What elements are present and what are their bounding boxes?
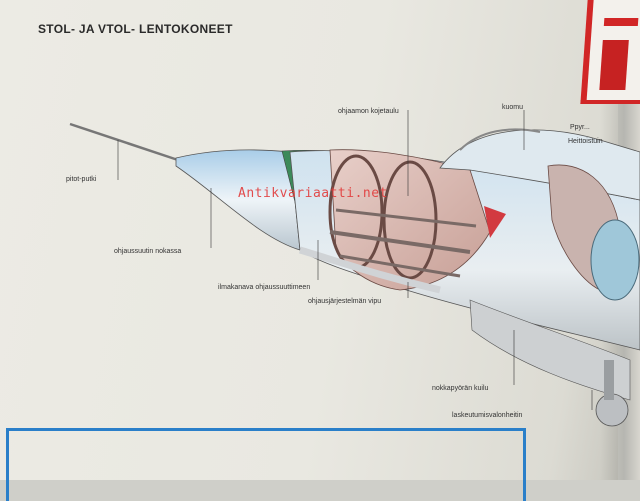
label-duct: ilmakanava ohjaussuuttimeen [218, 284, 311, 291]
rod-3 [339, 254, 461, 278]
label-canopy: kuomu [502, 104, 524, 111]
page-title: STOL- JA VTOL- LENTOKONEET [38, 22, 233, 36]
label-light: laskeutumisvalonheitin [452, 412, 523, 419]
gear-strut [604, 360, 614, 400]
label-seat: Ppyr... [570, 124, 590, 131]
label-ejector: Heittoistuin [568, 138, 603, 145]
rod-1 [329, 230, 471, 254]
watermark: Antikvariaatti.net [238, 186, 388, 201]
aircraft-nose-cutaway [69, 110, 640, 427]
canopy-frame [459, 128, 541, 151]
red-marking [484, 206, 506, 238]
rod-2 [335, 208, 477, 228]
label-gear: nokkapyörän kuilu [432, 385, 489, 392]
label-pitot: pitot-putki [66, 176, 97, 183]
label-lever: ohjausjärjestelmän vipu [308, 298, 382, 305]
label-instrument-panel: ohjaamon kojetaulu [338, 108, 399, 115]
blue-frame [6, 428, 526, 501]
air-duct [298, 246, 441, 294]
pitot-tube [69, 122, 179, 162]
intake [590, 219, 640, 301]
label-nozzle: ohjaussuutin nokassa [114, 248, 182, 255]
gear-bay [469, 299, 631, 401]
